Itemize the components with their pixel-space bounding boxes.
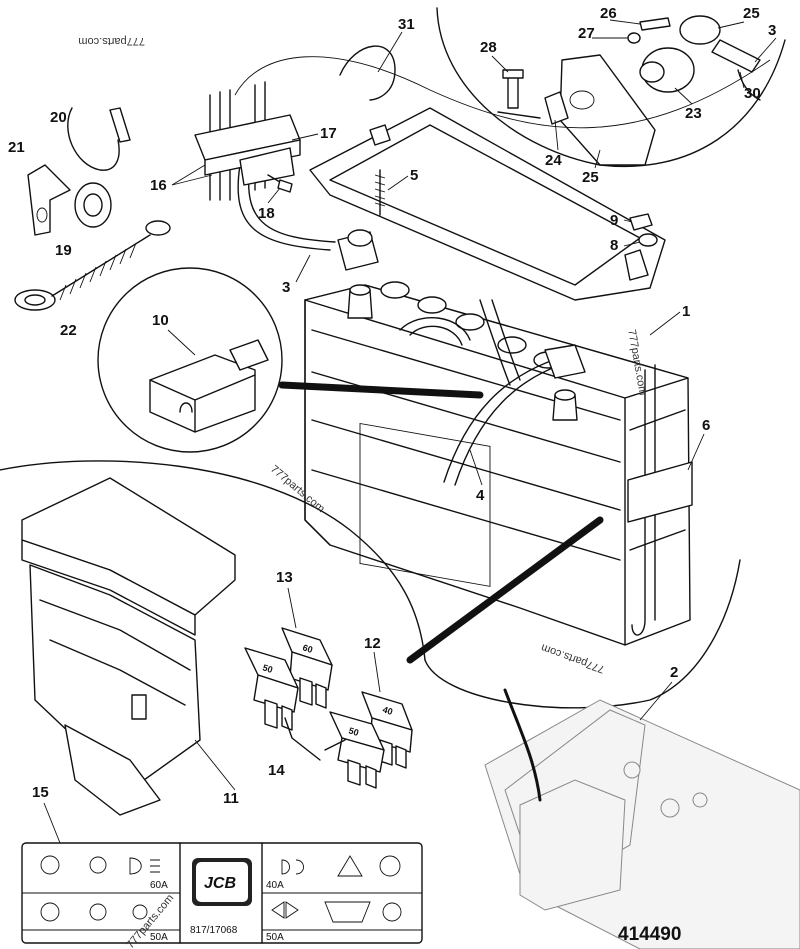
fuse-14-b: 50 (244, 647, 299, 731)
sun-icon (89, 856, 107, 874)
indicator-icon (271, 901, 299, 919)
battery-location-view (484, 688, 800, 949)
rear-wiper-icon (324, 901, 371, 923)
fog-lamp-icon (281, 859, 304, 875)
clamp-ring (679, 15, 721, 45)
label-25: 25 (582, 169, 599, 186)
fuse-13: 50 (329, 711, 385, 789)
small-parts (14, 107, 171, 311)
label-29: 28 (480, 39, 497, 56)
watermark-low: 777parts.com (540, 641, 607, 675)
label-11: 11 (223, 790, 239, 807)
label-27: 26 (600, 5, 617, 22)
wiper-icon (40, 902, 60, 922)
fuse-decal: 60A 50A 40A 50A JCB 817/17068 (21, 842, 423, 944)
battery-hold-down-frame (309, 107, 666, 301)
label-18: 18 (258, 205, 275, 222)
headlamp-icon (40, 855, 60, 875)
label-16: 16 (150, 177, 167, 194)
screw (507, 74, 519, 109)
label-9: 9 (610, 212, 618, 229)
label-3-mid: 3 (282, 279, 290, 296)
fuse-14-a-rating: 60 (301, 642, 314, 655)
label-26: 25 (743, 5, 760, 22)
watermark-top: 777parts.com (78, 35, 145, 47)
label-20: 20 (50, 109, 67, 126)
terminal-detail-view (436, 7, 786, 167)
rating-50a-left: 50A (150, 932, 168, 943)
label-6: 6 (702, 417, 710, 434)
fuse-14-b-rating: 50 (261, 662, 274, 675)
label-5: 5 (410, 167, 418, 184)
label-17: 17 (320, 125, 337, 142)
gauge-icon (89, 903, 107, 921)
label-21: 21 (8, 139, 25, 156)
label-3-top: 3 (768, 22, 776, 39)
cable-tie (339, 45, 396, 101)
fuse-14-a: 60 (281, 627, 333, 709)
rating-40a: 40A (266, 880, 284, 891)
beacon-icon (379, 855, 401, 877)
washer (638, 233, 658, 247)
label-1: 1 (682, 303, 690, 320)
light-icon (132, 904, 148, 920)
cap-detail-view (97, 267, 484, 453)
fuse-box (21, 477, 236, 816)
label-24: 24 (545, 152, 562, 169)
label-30: 30 (744, 85, 761, 102)
leader-lines (43, 19, 777, 844)
clamp-bracket (627, 461, 693, 523)
heater-icon (382, 902, 402, 922)
rating-60a: 60A (150, 880, 168, 891)
label-15: 15 (32, 784, 49, 801)
fuse-12-rating: 40 (381, 704, 394, 717)
part-labels: 31 26 27 25 3 28 30 23 24 25 20 21 17 16… (8, 5, 776, 807)
label-22: 22 (60, 322, 77, 339)
label-31: 31 (398, 16, 415, 33)
label-12: 12 (364, 635, 381, 652)
label-2: 2 (670, 664, 678, 681)
fuses: 60 50 40 50 (244, 627, 413, 789)
label-14: 13 (276, 569, 293, 586)
battery-cables (237, 164, 693, 636)
fuse-13-rating: 50 (347, 725, 360, 738)
label-10: 10 (152, 312, 169, 329)
hazard-icon (337, 855, 363, 877)
jcb-logo: JCB (204, 875, 236, 892)
decal-part-code: 817/17068 (190, 925, 238, 936)
nut (627, 32, 641, 44)
label-28: 27 (578, 25, 595, 42)
battery (304, 281, 691, 646)
stud (544, 91, 569, 125)
beam-icon (129, 857, 160, 875)
label-4: 4 (476, 487, 485, 504)
rating-50a-right: 50A (266, 932, 284, 943)
wing-nut (629, 213, 653, 231)
label-8: 8 (610, 237, 618, 254)
bolt (639, 17, 671, 31)
drawing-reference-number: 414490 (618, 924, 681, 945)
terminal-block (194, 81, 301, 201)
label-23: 23 (685, 105, 702, 122)
label-19: 19 (55, 242, 72, 259)
label-13: 14 (268, 762, 285, 779)
